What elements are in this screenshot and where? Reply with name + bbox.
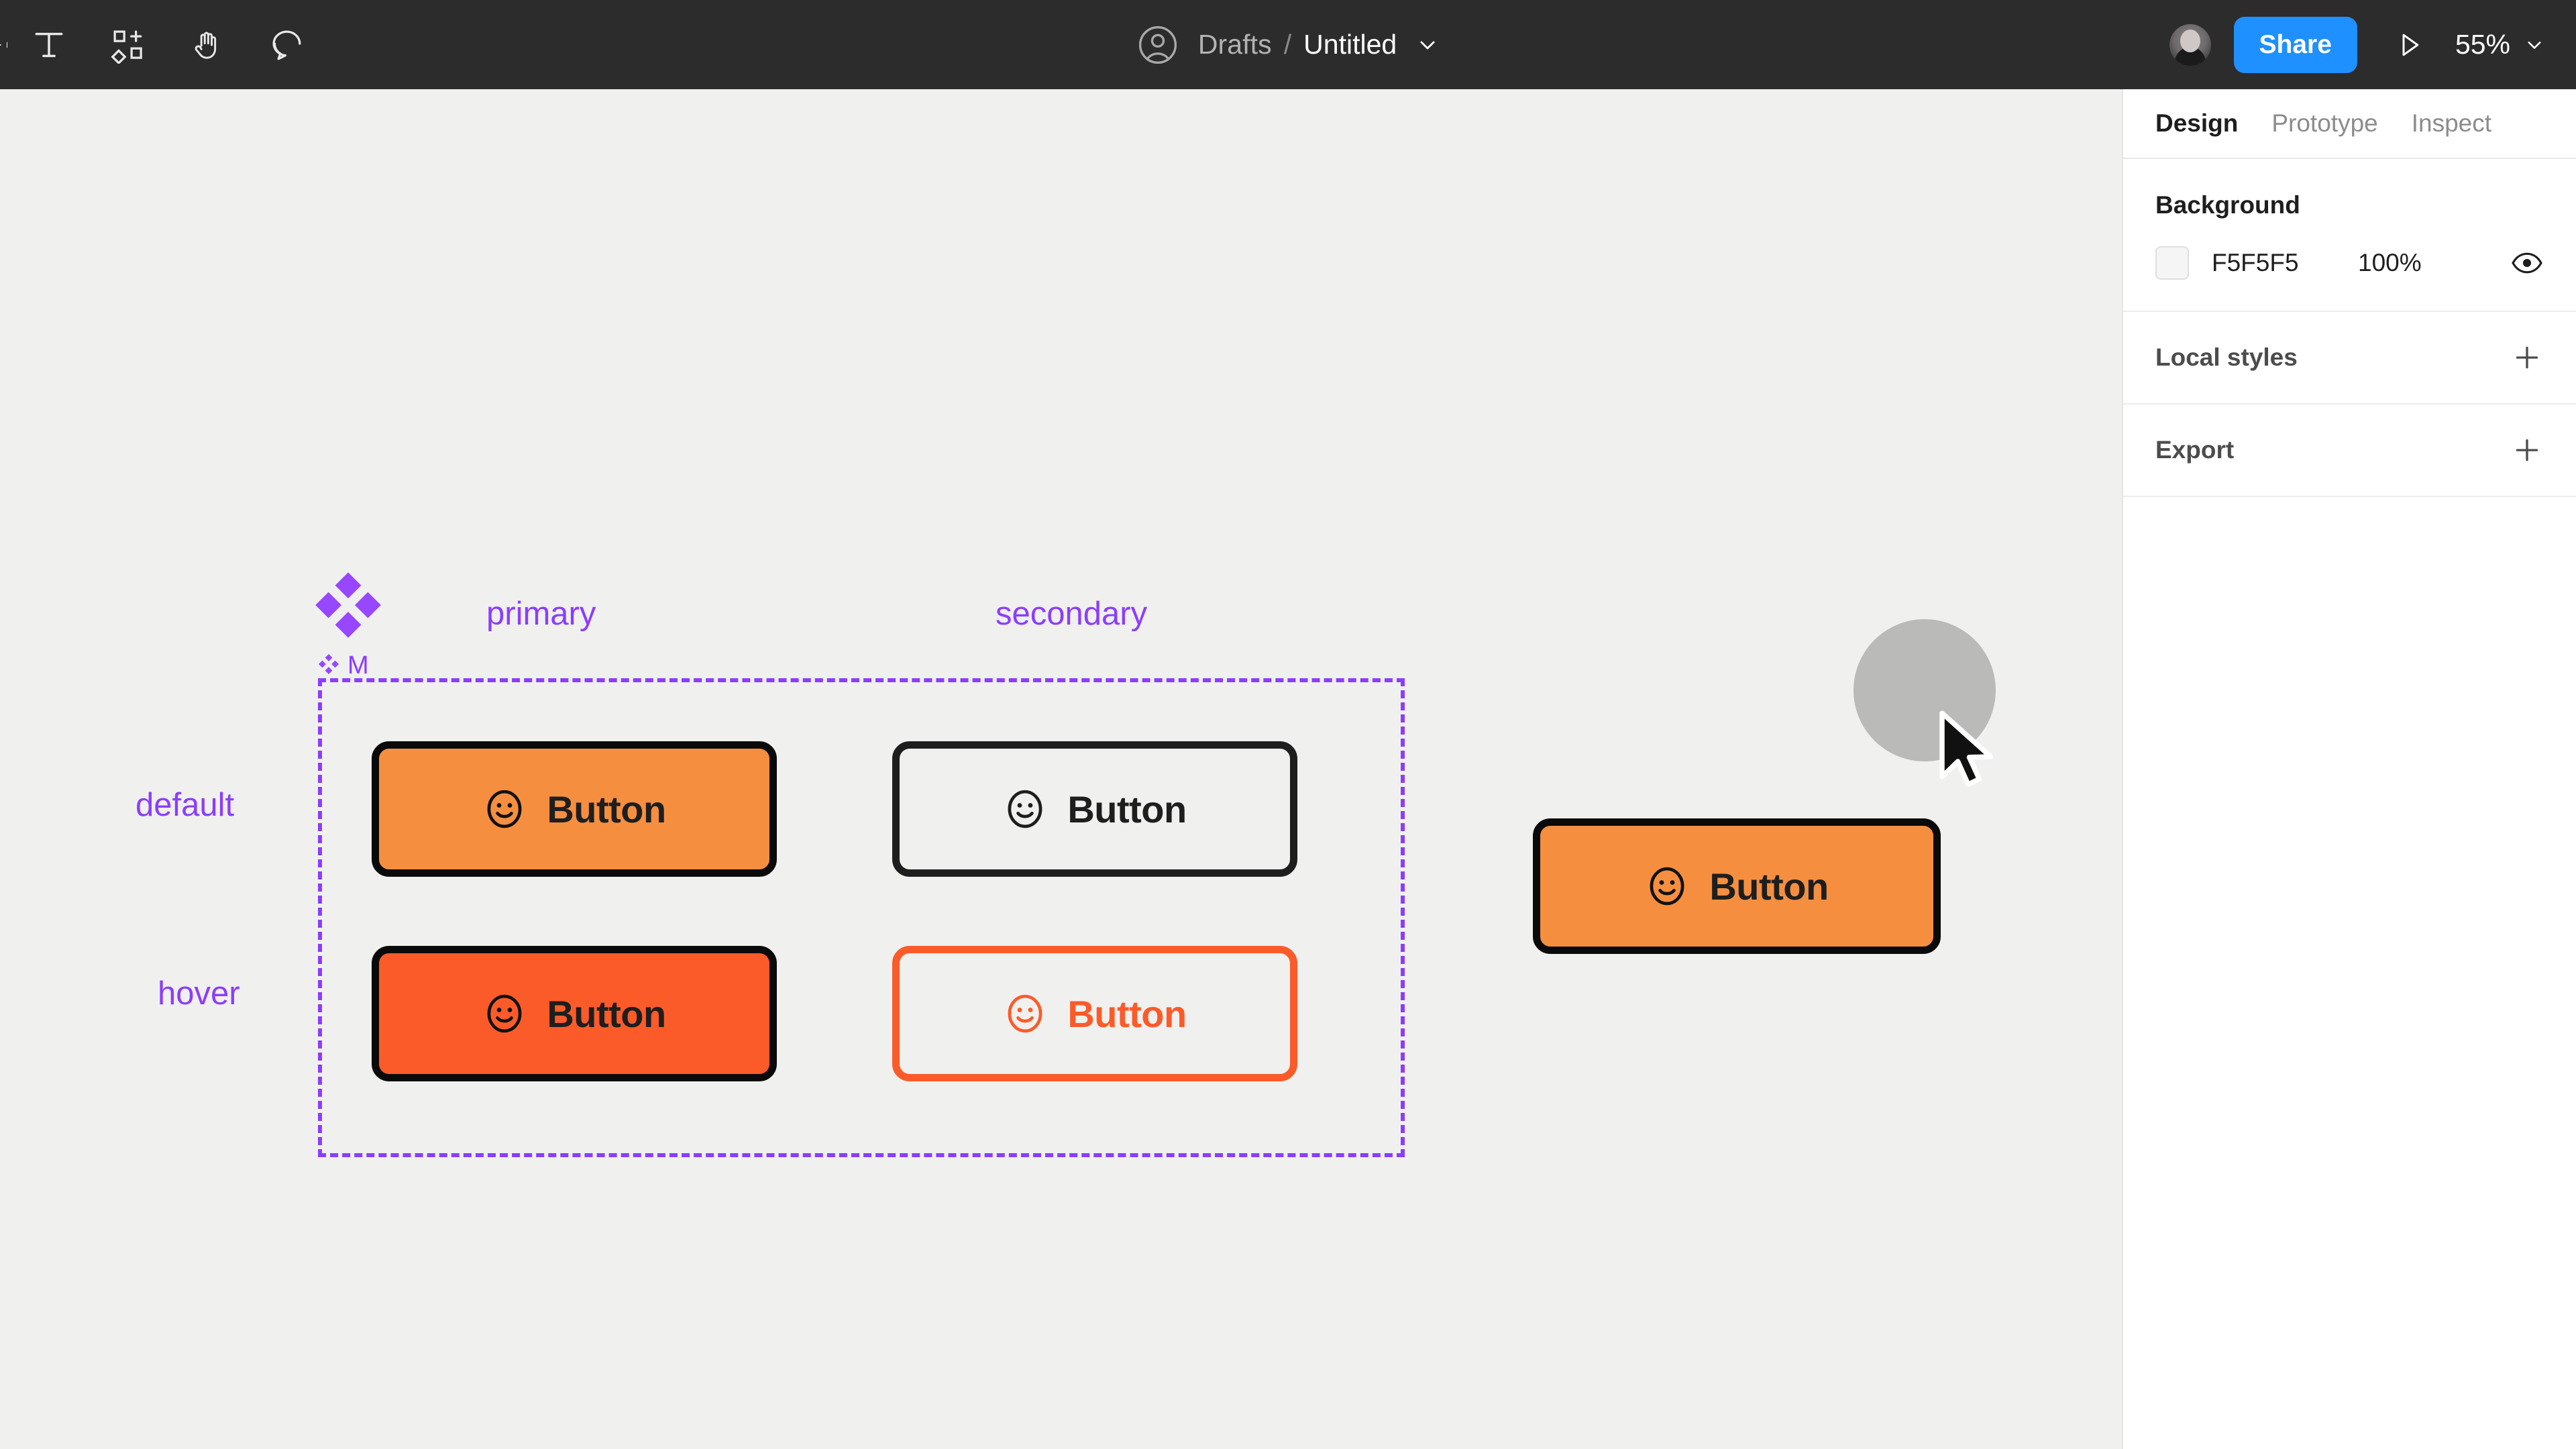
background-opacity-value[interactable]: 100% <box>2358 249 2422 276</box>
local-styles-title: Local styles <box>2155 343 2298 371</box>
smiley-icon <box>1003 787 1047 831</box>
cursor-click-halo <box>1854 619 1996 761</box>
smiley-icon <box>482 991 527 1036</box>
smiley-icon <box>1645 864 1689 908</box>
background-section-title: Background <box>2155 191 2300 219</box>
column-label-secondary: secondary <box>996 596 1148 632</box>
component-set-name-chip[interactable]: M <box>318 651 369 680</box>
toolbar-tools-group <box>0 0 326 89</box>
text-tool-icon[interactable] <box>9 0 89 89</box>
menu-edge-icon[interactable] <box>0 0 9 89</box>
breadcrumb-separator: / <box>1283 29 1292 60</box>
background-fill-row: F5F5F5 100% <box>2155 246 2544 280</box>
component-set-name-label: M <box>347 651 369 680</box>
smiley-icon <box>1003 991 1047 1036</box>
component-set-frame[interactable] <box>318 678 1405 1157</box>
chevron-down-icon[interactable] <box>1414 32 1441 58</box>
button-label: Button <box>1709 865 1829 908</box>
mouse-pointer-icon <box>1935 710 2009 800</box>
button-secondary-default[interactable]: Button <box>892 741 1297 877</box>
button-secondary-hover[interactable]: Button <box>892 946 1297 1081</box>
present-play-icon[interactable] <box>2385 21 2432 68</box>
comment-tool-icon[interactable] <box>247 0 326 89</box>
tab-design[interactable]: Design <box>2155 109 2239 137</box>
button-primary-hover[interactable]: Button <box>372 946 777 1081</box>
top-toolbar: Drafts / Untitled Share 55% <box>0 0 2576 89</box>
design-canvas[interactable]: M primary secondary default hover Button <box>0 89 2122 1449</box>
button-dragged-instance[interactable]: Button <box>1533 818 1941 954</box>
right-properties-panel: Design Prototype Inspect Background F5F5… <box>2122 89 2576 1449</box>
tab-inspect[interactable]: Inspect <box>2411 109 2492 137</box>
button-label: Button <box>547 788 666 830</box>
button-label: Button <box>1067 788 1187 830</box>
button-label: Button <box>1067 992 1187 1035</box>
components-tool-icon[interactable] <box>89 0 168 89</box>
user-circle-icon[interactable] <box>1135 22 1181 68</box>
tab-prototype[interactable]: Prototype <box>2271 109 2378 137</box>
hand-tool-icon[interactable] <box>168 0 247 89</box>
breadcrumb-project[interactable]: Drafts <box>1197 29 1272 60</box>
export-title: Export <box>2155 436 2235 464</box>
column-label-primary: primary <box>486 596 596 632</box>
share-button[interactable]: Share <box>2233 16 2357 73</box>
background-color-swatch[interactable] <box>2155 246 2189 280</box>
local-styles-section: Local styles <box>2123 312 2576 405</box>
row-label-hover: hover <box>158 975 240 1012</box>
background-section: Background F5F5F5 100% <box>2123 159 2576 312</box>
avatar[interactable] <box>2169 23 2211 66</box>
component-mini-icon <box>318 653 339 678</box>
button-primary-default[interactable]: Button <box>372 741 777 877</box>
button-label: Button <box>547 992 666 1035</box>
zoom-level-value: 55% <box>2455 29 2510 60</box>
panel-tabs: Design Prototype Inspect <box>2123 89 2576 159</box>
add-export-plus-icon[interactable] <box>2510 433 2544 467</box>
breadcrumb-file-title[interactable]: Untitled <box>1303 29 1397 60</box>
smiley-icon <box>482 787 527 831</box>
chevron-down-icon <box>2522 33 2546 57</box>
toolbar-actions-group: Share 55% <box>2169 0 2576 89</box>
export-section: Export <box>2123 405 2576 497</box>
zoom-control[interactable]: 55% <box>2455 29 2546 60</box>
background-hex-value[interactable]: F5F5F5 <box>2212 249 2299 276</box>
file-breadcrumb-group: Drafts / Untitled <box>0 0 2576 89</box>
component-badge-icon <box>315 572 381 641</box>
row-label-default: default <box>136 787 235 823</box>
add-local-style-plus-icon[interactable] <box>2510 341 2544 374</box>
visibility-eye-icon[interactable] <box>2510 246 2544 280</box>
